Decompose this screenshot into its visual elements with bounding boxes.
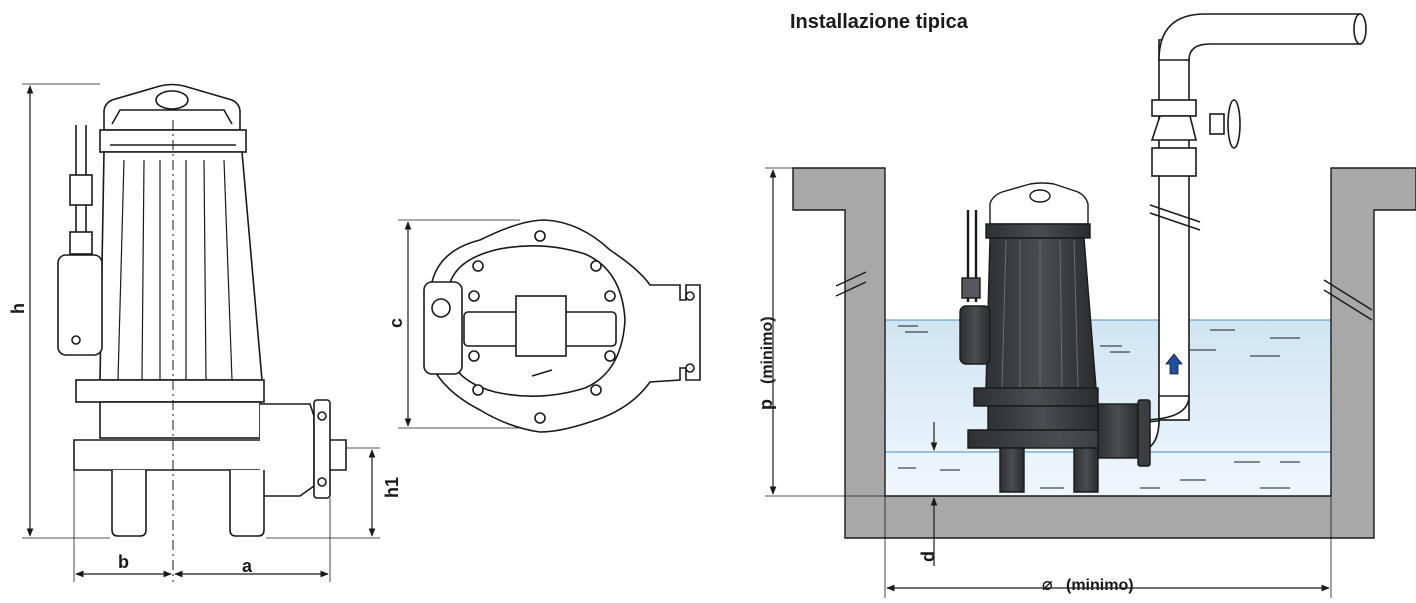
dim-label-h: h bbox=[8, 303, 28, 314]
dim-label-c: c bbox=[386, 318, 406, 328]
pump-motor-body bbox=[99, 151, 263, 381]
pump-side-view bbox=[57, 83, 347, 582]
flow-direction-arrow bbox=[1165, 353, 1183, 375]
pump-top-view bbox=[423, 219, 701, 433]
side-dimensions bbox=[22, 83, 380, 582]
dim-label-p: p bbox=[756, 399, 776, 410]
diameter-symbol: ⌀ bbox=[1042, 574, 1053, 594]
dim-label-p-group: p (minimo) bbox=[756, 316, 776, 410]
top-dimensions bbox=[398, 219, 520, 429]
dim-label-d: d bbox=[918, 551, 938, 562]
dim-label-p-note: (minimo) bbox=[759, 316, 776, 384]
cable-box bbox=[57, 254, 103, 356]
dim-label-b: b bbox=[118, 552, 129, 572]
installation-title: Installazione tipica bbox=[790, 11, 969, 33]
pump-installed bbox=[959, 182, 1151, 493]
dim-label-h1: h1 bbox=[382, 477, 402, 498]
installation-pit bbox=[792, 167, 1416, 539]
diameter-note: (minimo) bbox=[1066, 577, 1134, 594]
installation-dimensions bbox=[765, 167, 1332, 598]
dim-label-a: a bbox=[242, 556, 253, 576]
